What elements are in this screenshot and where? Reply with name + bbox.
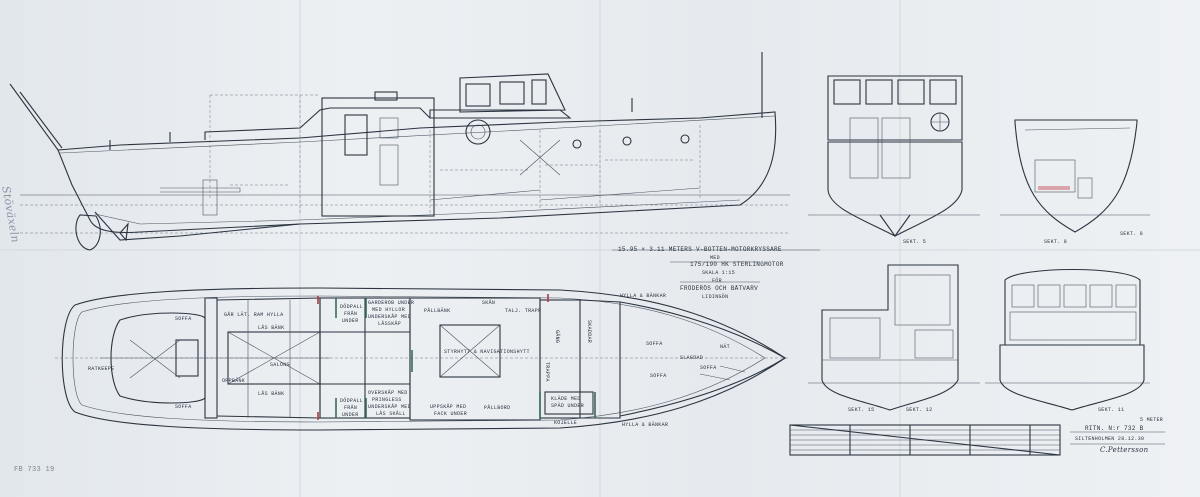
section-label-8: SEKT. 8 bbox=[1044, 239, 1068, 245]
plan-label-garderob-a2: MED HYLLOR bbox=[372, 307, 406, 313]
bowsprit bbox=[9, 83, 63, 151]
plan-label-klade-2: SPÄD UNDER bbox=[551, 403, 585, 409]
wheelhouse-window-3 bbox=[531, 79, 547, 105]
plan-label-garderob-b1: OVERSKÅP MED bbox=[368, 390, 408, 396]
plan-label-salong: SALONG bbox=[270, 362, 290, 368]
plan-label-garderob-b3: UNDERSKÅP MED bbox=[368, 404, 411, 410]
wheelhouse-window-1 bbox=[465, 83, 491, 107]
plan-label-dodpall-a2: FRÅN bbox=[344, 311, 358, 317]
porthole-1 bbox=[572, 139, 582, 149]
plan-label-skan: SKÅN bbox=[482, 300, 496, 306]
keel bbox=[94, 211, 301, 241]
section-15 bbox=[808, 264, 980, 411]
title-line-5: FÖR bbox=[712, 278, 722, 284]
wheelhouse bbox=[459, 73, 566, 113]
plan-label-sofa-d: SOFFA bbox=[650, 373, 667, 379]
plan-label-garderob-a4: LÅSSKÅP bbox=[378, 321, 402, 327]
plan-label-ratkeep: RATKEEPE bbox=[88, 366, 115, 372]
porthole-3 bbox=[680, 134, 690, 144]
plan-label-uppskap-1: UPPSKÅP MED bbox=[430, 404, 467, 410]
section-label-11: SEKT. 11 bbox=[1098, 407, 1125, 413]
plan-label-klade-1: KLÄDE MED bbox=[551, 396, 581, 402]
title-block-rules bbox=[612, 249, 820, 283]
plan-label-slagdad: SLAGDAD bbox=[680, 355, 704, 361]
plan-label-dodpall-b3: UNDER bbox=[342, 412, 359, 418]
aft-cabin-roof bbox=[204, 107, 431, 140]
plan-label-sofa-b: SOFFA bbox=[175, 404, 192, 410]
wheelhouse-window-2 bbox=[499, 81, 525, 105]
plan-label-kojelle: KOJELLE bbox=[554, 420, 578, 426]
section-5 bbox=[808, 75, 980, 237]
plan-label-styrhytt: STYRHYTT & NAVIGATIONSHYTT bbox=[444, 349, 530, 355]
plan-label-sofa-c: SOFFA bbox=[646, 341, 663, 347]
plan-label-hylla-1: HYLLA & BÄNKAR bbox=[620, 293, 667, 299]
forward-locker bbox=[544, 391, 594, 415]
signature: C.Pettersson bbox=[1100, 446, 1149, 454]
rudder bbox=[75, 214, 101, 251]
plan-label-trappa: TRAPPA bbox=[544, 362, 550, 382]
title-line-2: MED bbox=[710, 255, 720, 261]
section-label-15: SEKT. 15 bbox=[848, 407, 875, 413]
title-line-7: LIDINGÖN bbox=[702, 294, 729, 300]
hull-outline bbox=[57, 111, 777, 234]
plan-label-las-back-a: LÅS BÄNK bbox=[258, 325, 285, 331]
archive-stamp: FB 733 19 bbox=[14, 466, 55, 474]
scale-unit: 5 METER bbox=[1140, 417, 1164, 423]
midship-section bbox=[409, 297, 541, 421]
plan-label-uppskap-2: FACK UNDER bbox=[434, 411, 468, 417]
section-label-8b: SEKT. 8 bbox=[1120, 231, 1144, 237]
title-line-6: FRÖDERÖS OCH BÄTVARV bbox=[680, 285, 759, 292]
plan-label-dodpall-b2: FRÅN bbox=[344, 405, 358, 411]
plan-label-garderob-b2: PRINGLESS bbox=[372, 397, 402, 403]
propeller bbox=[119, 222, 129, 242]
title-line-3: 175/190 HK STERLINGMOTOR bbox=[690, 261, 784, 268]
plan-label-pallbord: PÅLLBORD bbox=[484, 405, 511, 411]
cabin-door bbox=[344, 114, 368, 156]
aft-cockpit bbox=[110, 312, 206, 404]
plan-label-garderob-a3: UNDERSKÅP MED bbox=[368, 314, 411, 320]
plan-label-sofa-e: SOFFA bbox=[700, 365, 717, 371]
section-label-5: SEKT. 5 bbox=[903, 239, 927, 245]
engine-hatch bbox=[439, 324, 501, 378]
plan-label-dodpall-a3: UNDER bbox=[342, 318, 359, 324]
bow-curve bbox=[619, 301, 787, 417]
plan-label-dodpall-b: DÖDPALL bbox=[340, 398, 364, 404]
plan-label-garderob-b4: LÅS SKÅLL bbox=[376, 411, 406, 417]
plan-label-garderob-a1: GARDEROB UNDER bbox=[368, 300, 415, 306]
place-date: SILTENHOLMEN 28.12.30 bbox=[1075, 436, 1145, 442]
plan-label-dodpall-a: DÖDPALL bbox=[340, 304, 364, 310]
title-line-1: 15.95 × 3.11 METERS V-BOTTEN-MOTORKRYSSA… bbox=[618, 246, 782, 253]
title-line-4: SKALA 1:15 bbox=[702, 270, 736, 276]
drawing-number: RITN. N:r 732 B bbox=[1085, 425, 1144, 432]
deck-outline bbox=[61, 287, 786, 431]
section-8 bbox=[1000, 119, 1150, 233]
plan-label-nat: NÄT bbox=[720, 344, 730, 350]
plan-label-las-back-b: LÅS BÄNK bbox=[258, 391, 285, 397]
plan-label-sofa-a: SOFFA bbox=[175, 316, 192, 322]
plan-label-talj-trapp: TALJ. TRAPP bbox=[505, 308, 542, 314]
plan-label-hylla-2: HYLLA & BÄNKAR bbox=[622, 422, 669, 428]
roof-hatch bbox=[374, 91, 398, 101]
plan-label-lid-hylla: GÅR LÄT. RAM HYLLA bbox=[224, 312, 284, 318]
plan-label-skaddar: SKADDAR bbox=[586, 320, 592, 344]
section-11 bbox=[985, 269, 1150, 411]
plan-label-gang: GÅNG bbox=[554, 330, 560, 344]
plan-view bbox=[55, 287, 790, 431]
side-profile-view bbox=[9, 52, 790, 251]
section-label-12: SEKT. 12 bbox=[906, 407, 933, 413]
lifebuoy bbox=[465, 119, 491, 145]
plan-label-oppbank: OPPBÄNK bbox=[222, 378, 246, 384]
porthole-2 bbox=[622, 136, 632, 146]
scale-bar bbox=[789, 424, 1165, 456]
plan-label-pallbank: PÅLLBÄNK bbox=[424, 308, 451, 314]
cabin-frame bbox=[321, 97, 435, 217]
